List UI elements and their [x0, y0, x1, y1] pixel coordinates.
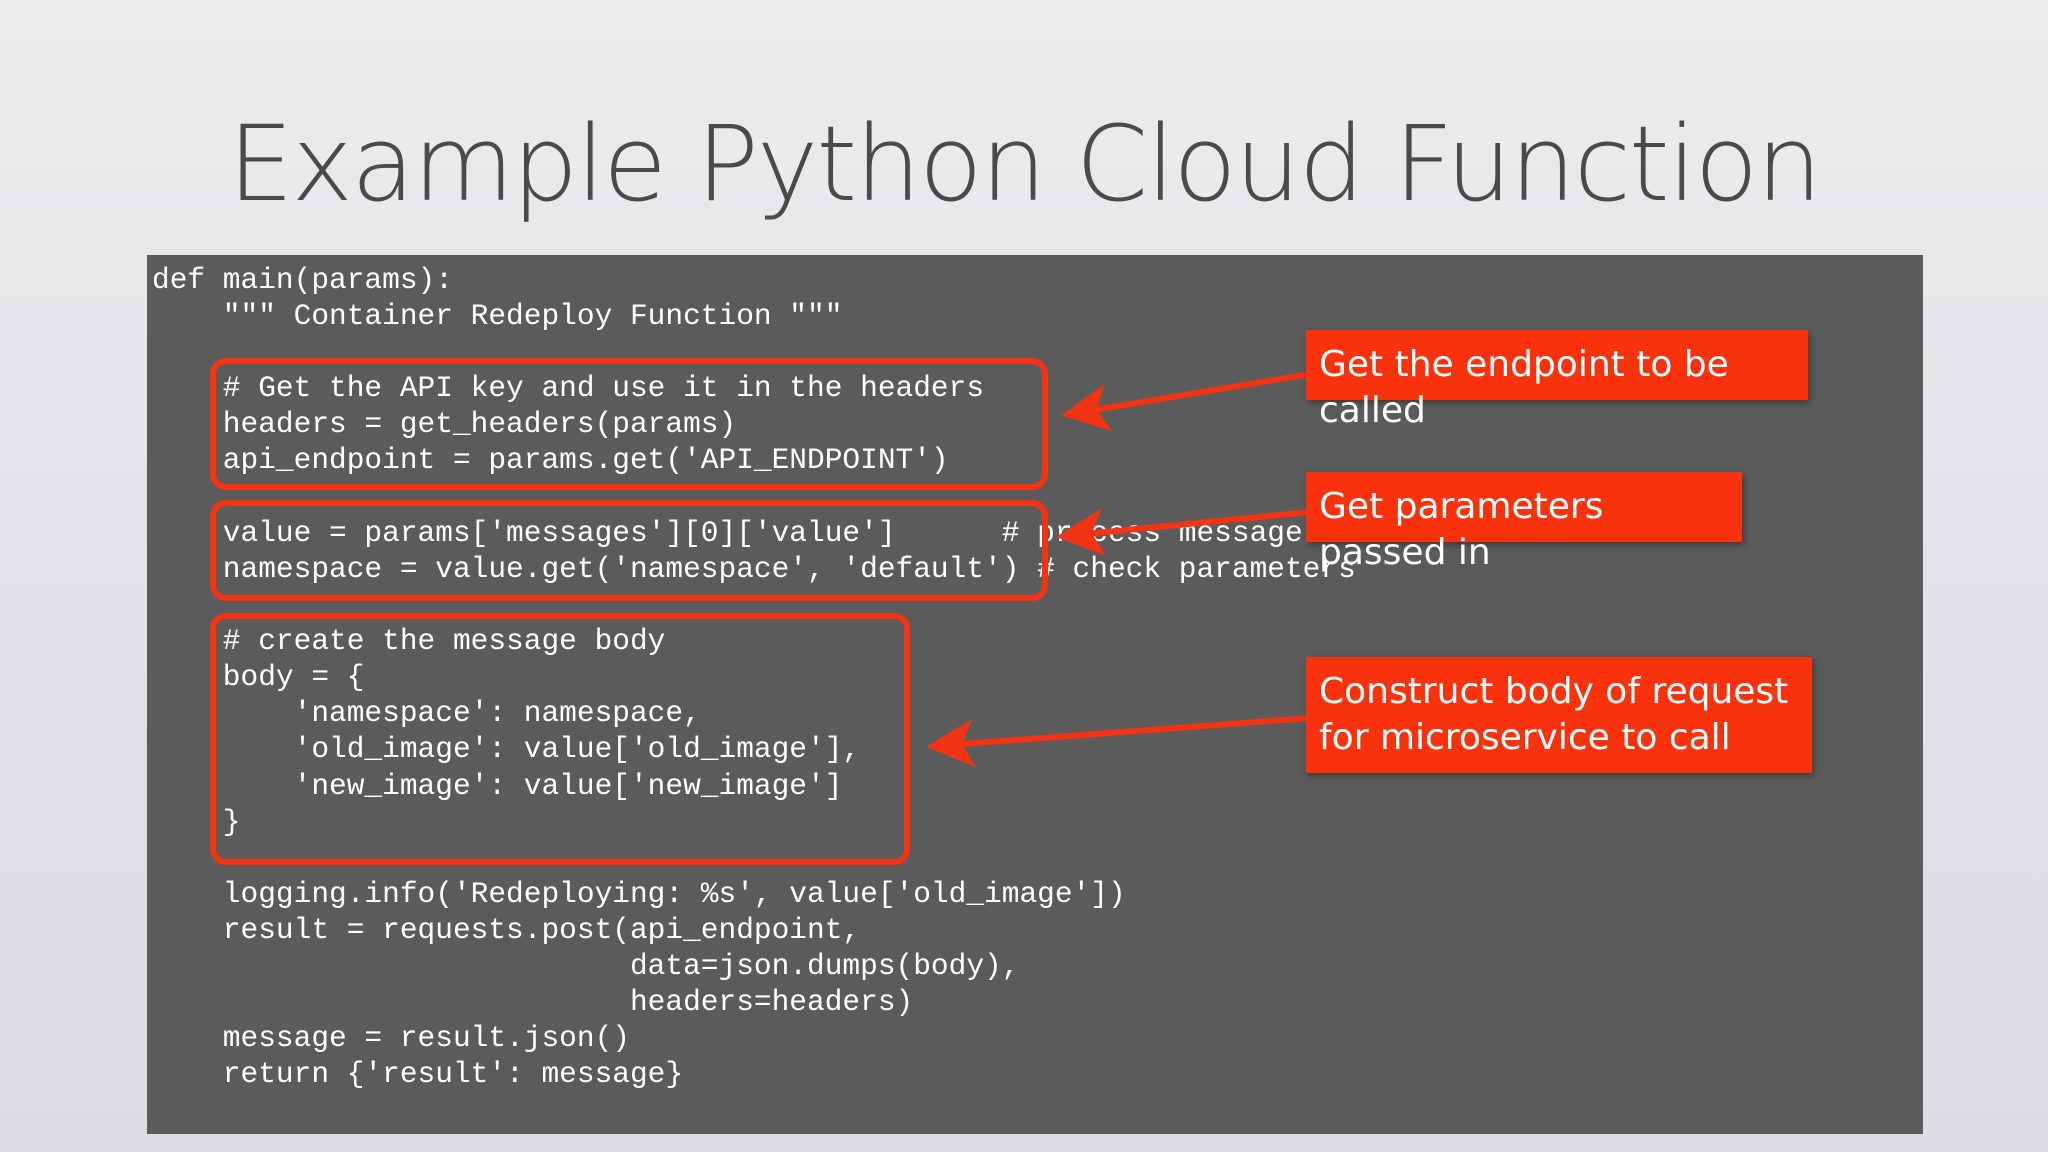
code-line-21: headers=headers) — [152, 985, 914, 1019]
highlight-box-parameters — [210, 500, 1048, 601]
code-line-20: data=json.dumps(body), — [152, 949, 1020, 983]
callout-body-line1: Construct body of request — [1319, 671, 1789, 712]
code-line-15: 'new_image': value['new_image'] — [152, 769, 843, 803]
arrow-parameters — [1056, 508, 1311, 557]
code-line-6: api_endpoint = params.get('API_ENDPOINT'… — [152, 443, 949, 477]
code-line-4: # Get the API key and use it in the head… — [152, 371, 985, 405]
highlight-box-body — [210, 613, 910, 865]
code-line-9: namespace = value.get('namespace', 'defa… — [152, 552, 1356, 586]
code-line-22: message = result.json() — [152, 1021, 630, 1055]
code-line-16: } — [152, 805, 241, 839]
callout-endpoint-text: Get the endpoint to be called — [1319, 344, 1729, 431]
code-line-14: 'old_image': value['old_image'], — [152, 732, 861, 766]
code-line-11: # create the message body — [152, 624, 666, 658]
code-line-5: headers = get_headers(params) — [152, 407, 737, 441]
callout-endpoint: Get the endpoint to be called — [1306, 330, 1808, 431]
code-line-23: return {'result': message} — [152, 1057, 684, 1091]
callout-parameters: Get parameters passed in — [1306, 472, 1742, 573]
slide-title: Example Python Cloud Function — [227, 103, 1822, 225]
code-line-19: result = requests.post(api_endpoint, — [152, 913, 861, 947]
callout-body: Construct body of request for microservi… — [1306, 657, 1812, 773]
code-line-2: """ Container Redeploy Function """ — [152, 299, 843, 333]
callout-body-line2: for microservice to call — [1319, 717, 1731, 758]
code-line-13: 'namespace': namespace, — [152, 696, 701, 730]
arrow-body — [926, 715, 1311, 768]
code-line-1: def main(params): — [152, 263, 453, 297]
code-line-18: logging.info('Redeploying: %s', value['o… — [152, 877, 1126, 911]
arrow-endpoint — [1061, 371, 1311, 432]
code-line-12: body = { — [152, 660, 365, 694]
highlight-box-endpoint — [210, 358, 1048, 490]
callout-parameters-text: Get parameters passed in — [1319, 486, 1604, 573]
